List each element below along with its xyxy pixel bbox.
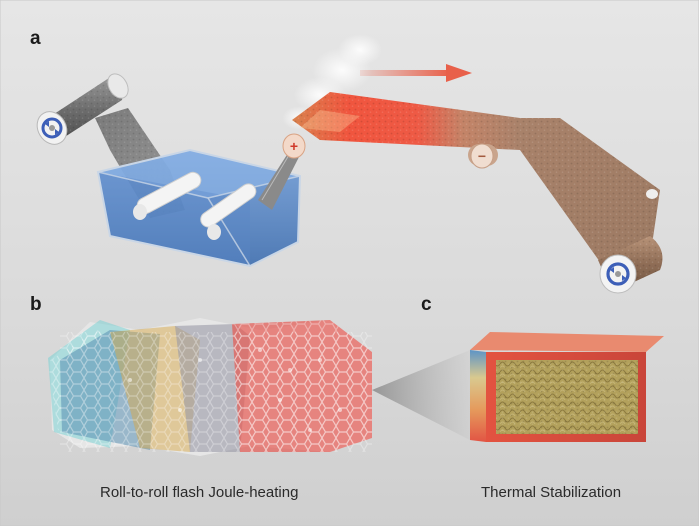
panel-label-a: a <box>30 28 41 49</box>
positive-sign: + <box>290 138 298 154</box>
panel-b-illustration <box>48 318 470 456</box>
takeup-roller <box>598 189 663 294</box>
feed-roller <box>36 73 129 145</box>
panel-label-b: b <box>30 294 42 315</box>
block-top <box>470 332 664 352</box>
positive-electrode: + <box>282 133 306 159</box>
panel-c-illustration <box>470 332 664 442</box>
direction-arrow <box>360 64 472 82</box>
caption-b: Roll-to-roll flash Joule-heating <box>100 484 299 501</box>
negative-electrode: − <box>468 143 498 169</box>
zoom-cone <box>372 350 470 440</box>
caption-c: Thermal Stabilization <box>481 484 622 501</box>
block-side <box>470 350 486 442</box>
panel-a-illustration: + − <box>36 34 663 294</box>
liquid-bath <box>96 148 302 268</box>
negative-sign: − <box>478 148 486 164</box>
panel-label-c: c <box>421 294 432 315</box>
